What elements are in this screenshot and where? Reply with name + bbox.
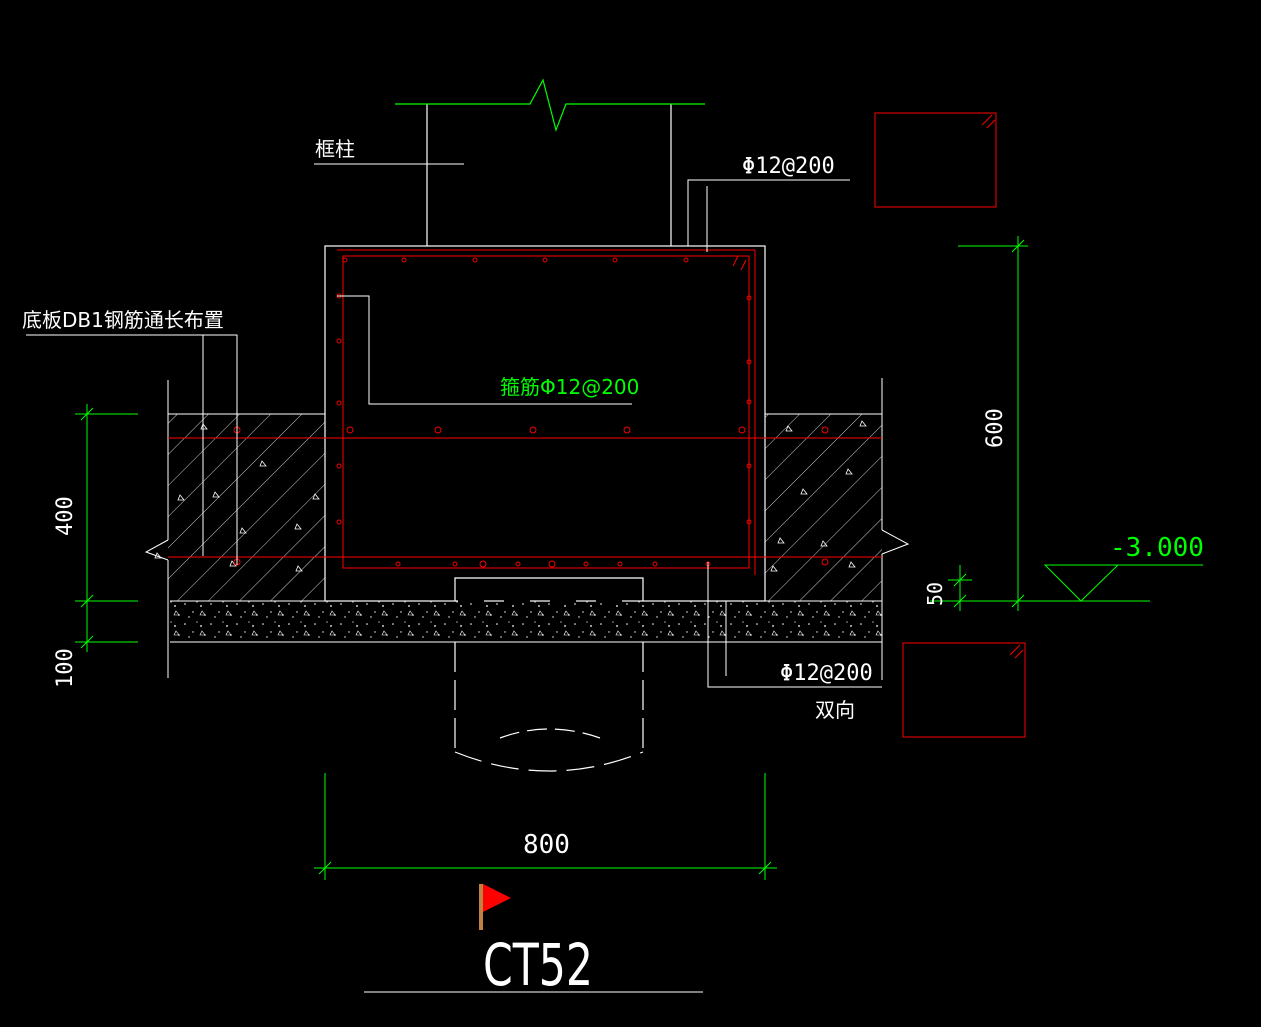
label-bidirectional: 双向 <box>815 698 855 722</box>
label-column: 框柱 <box>315 137 355 161</box>
dimension-bottom <box>314 773 777 880</box>
dim-50: 50 <box>923 582 947 606</box>
label-stirrup: 箍筋Φ12@200 <box>500 375 639 399</box>
dim-100: 100 <box>53 648 78 688</box>
column-break-line <box>395 78 705 132</box>
break-line-left <box>144 380 169 678</box>
dim-600: 600 <box>983 408 1008 448</box>
column <box>426 104 672 246</box>
soil-hatch-right <box>765 413 882 601</box>
soil-aggregate-marks <box>154 420 867 572</box>
label-elevation: -3.000 <box>1110 533 1204 563</box>
label-bottom-rebar: Φ12@200 <box>780 661 873 686</box>
label-top-rebar: Φ12@200 <box>742 154 835 179</box>
drawing-title: CT52 <box>483 931 593 999</box>
break-line-right <box>881 378 910 680</box>
section-box-bottom <box>902 642 1026 738</box>
dim-800: 800 <box>523 830 570 860</box>
section-box-top <box>874 112 997 208</box>
pile-cap <box>324 245 766 602</box>
rebar-cage <box>168 249 882 575</box>
pile <box>454 577 644 772</box>
dim-400: 400 <box>53 496 78 536</box>
dimension-left <box>75 404 138 652</box>
elevation-symbol <box>1043 564 1203 602</box>
flag-icon <box>479 884 511 930</box>
dimension-right <box>930 236 1150 611</box>
leader-lines <box>26 163 882 688</box>
concrete-cushion <box>170 600 882 643</box>
label-slab-rebar: 底板DB1钢筋通长布置 <box>22 308 224 332</box>
soil-hatch-left <box>168 413 325 601</box>
